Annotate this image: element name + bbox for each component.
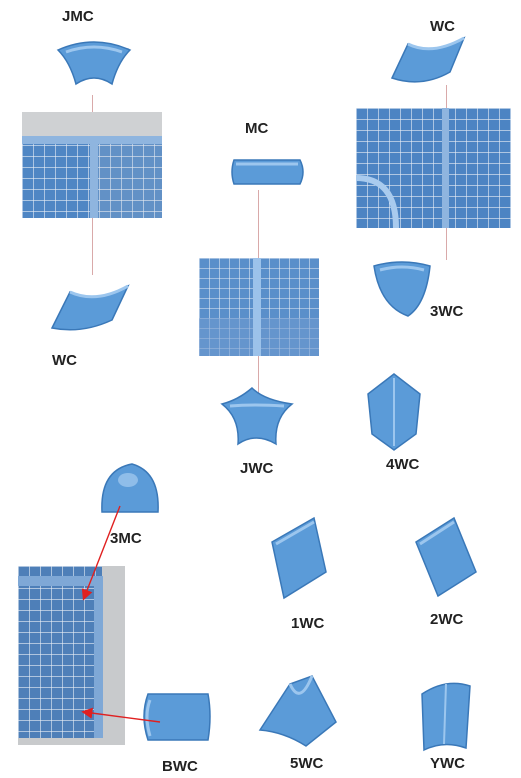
two-wc-tile-image [410,514,482,605]
wc-top-tile-image [388,34,470,95]
label-1wc: 1WC [291,615,324,632]
wc-left-tile-image [48,278,134,343]
jmc-tile-image [52,36,136,103]
bwc-tile-image [138,686,214,753]
label-4wc: 4WC [386,456,419,473]
five-wc-tile-image [256,672,340,755]
one-wc-tile-image [266,512,332,609]
label-ywc: YWC [430,755,465,772]
label-jmc: JMC [62,8,94,25]
three-wc-tile-image [370,258,434,325]
label-3mc: 3MC [110,530,142,547]
label-bwc: BWC [162,758,198,775]
photo-outside-corner-center [199,258,319,356]
four-wc-tile-image [366,372,424,457]
label-3wc: 3WC [430,303,463,320]
label-wc-left: WC [52,352,77,369]
label-5wc: 5WC [290,755,323,772]
label-mc: MC [245,120,268,137]
photo-inside-corner-left [22,112,162,218]
photo-outside-corner-bottom [18,566,125,745]
jwc-tile-image [218,384,296,455]
label-wc-top: WC [430,18,455,35]
label-2wc: 2WC [430,611,463,628]
mc-tile-image [230,152,306,203]
photo-inside-corner-right [356,108,511,228]
three-mc-tile-image [98,460,162,525]
label-jwc: JWC [240,460,273,477]
ywc-tile-image [416,676,476,759]
